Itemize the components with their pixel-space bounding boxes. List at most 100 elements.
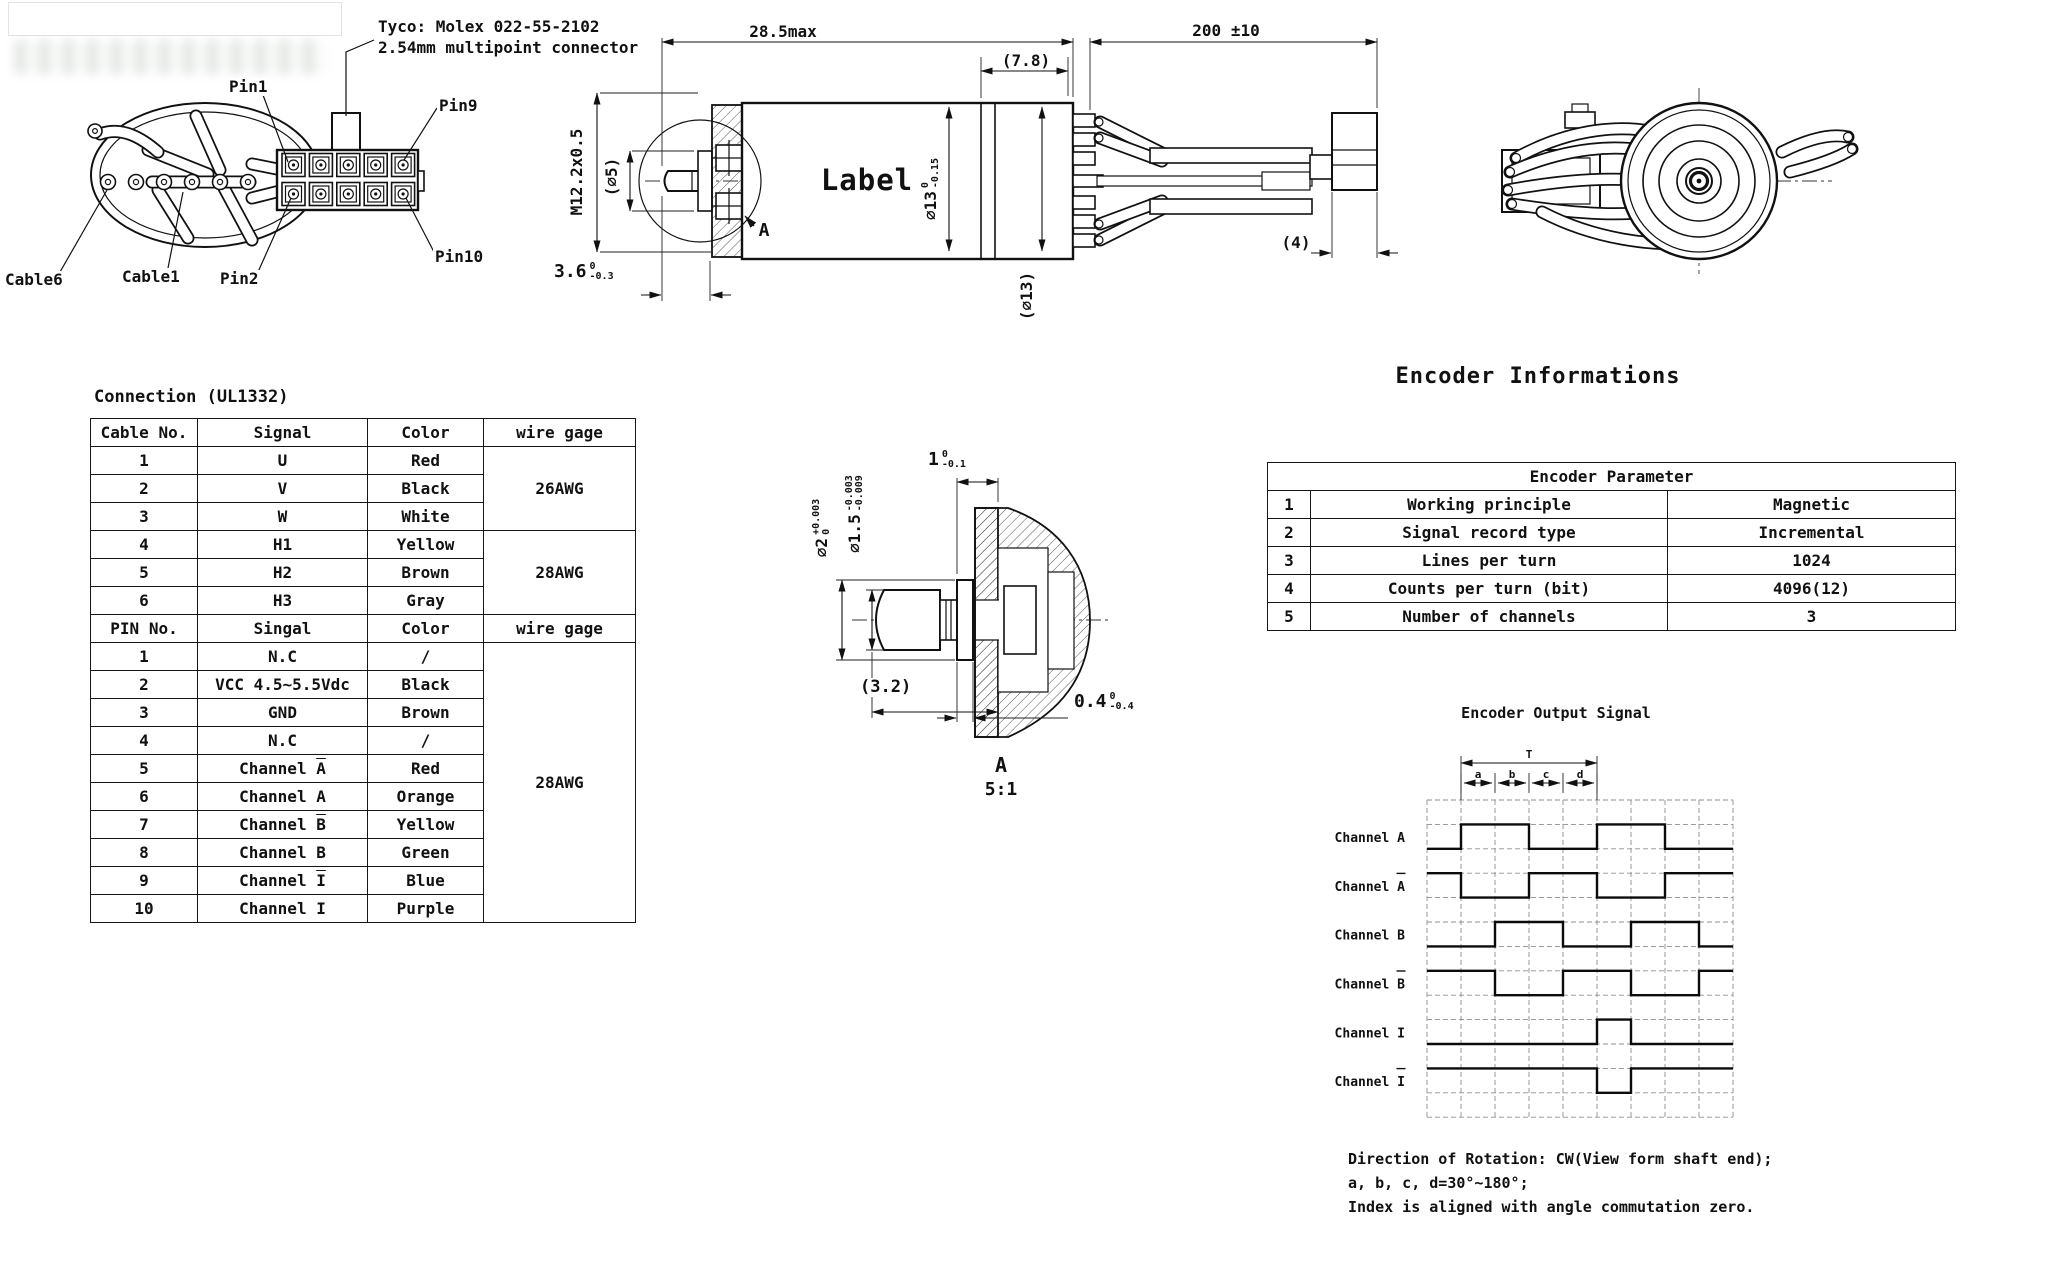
- note-line2: a, b, c, d=30°~180°;: [1348, 1174, 1529, 1192]
- shaft: [663, 170, 701, 192]
- table-cell: Channel I: [197, 894, 368, 923]
- table-cell: Channel B: [197, 838, 368, 867]
- waveform-channel: Channel B: [1335, 969, 1733, 997]
- table-cell: 10: [90, 894, 198, 923]
- wire-end-lugs: [87, 123, 257, 191]
- detail-view-label: A: [992, 753, 1010, 777]
- table-cell: 3: [90, 698, 198, 727]
- table-cell: Channel A: [197, 782, 368, 811]
- table-cell: 5: [90, 558, 198, 587]
- table-cell: 1: [90, 446, 198, 475]
- dim-body-dia: ∅13 0-0.15: [920, 157, 941, 221]
- table-cell: Magnetic: [1667, 490, 1956, 519]
- front-boss: [697, 150, 713, 212]
- table-cell: U: [197, 446, 368, 475]
- note-line3: Index is aligned with angle commutation …: [1348, 1198, 1755, 1216]
- table-cell: N.C: [197, 642, 368, 671]
- waveform-channel: Channel A: [1335, 872, 1733, 899]
- connector-pin-grid: [281, 152, 416, 207]
- table-cell: Incremental: [1667, 518, 1956, 547]
- svg-text:Channel I: Channel I: [1335, 1075, 1405, 1090]
- label-pin1: Pin1: [227, 77, 270, 96]
- table-cell: Number of channels: [1310, 602, 1668, 631]
- watermark-frame: [8, 2, 342, 36]
- table-cell: Lines per turn: [1310, 546, 1668, 575]
- table-cell: White: [367, 502, 484, 531]
- table-cell: VCC 4.5~5.5Vdc: [197, 670, 368, 699]
- table-cell: 9: [90, 866, 198, 895]
- dim-pilot-dia: (∅5): [602, 157, 622, 197]
- wire-gage-cell: 28AWG: [483, 642, 636, 923]
- dim-overall-length: 28.5max: [747, 22, 819, 42]
- wire-gage-cell: 26AWG: [483, 446, 636, 531]
- rear-pin-header: [1072, 113, 1104, 248]
- table-cell: Green: [367, 838, 484, 867]
- detail-dim-04: 0.4 0-0.4: [1072, 691, 1136, 713]
- table-cell: Brown: [367, 558, 484, 587]
- waveform-grid: [1426, 799, 1734, 1118]
- table-cell: /: [367, 642, 484, 671]
- watermark-blur: [14, 40, 326, 74]
- label-pin9: Pin9: [437, 96, 480, 115]
- table-cell: 4: [1267, 574, 1311, 603]
- encoder-magnet: [1003, 585, 1037, 655]
- table-cell: 2: [90, 670, 198, 699]
- table-cell: /: [367, 726, 484, 755]
- table-cell: 2: [1267, 518, 1311, 547]
- waveform-channel: Channel I: [1335, 1018, 1733, 1046]
- table-cell: H2: [197, 558, 368, 587]
- column-header: wire gage: [483, 614, 636, 643]
- dim-shaft-length: 3.6 0-0.3: [552, 261, 616, 283]
- svg-text:Channel B: Channel B: [1335, 929, 1406, 944]
- leader-lines: [59, 39, 438, 273]
- svg-text:T: T: [1526, 748, 1533, 761]
- table-cell: 8: [90, 838, 198, 867]
- table-cell: 5: [90, 754, 198, 783]
- note-line1: Direction of Rotation: CW(View form shaf…: [1348, 1150, 1773, 1168]
- motor-body-label: Label: [818, 163, 916, 198]
- connection-table-title: Connection (UL1332): [92, 387, 291, 407]
- waveform-channel: Channel B: [1335, 920, 1733, 948]
- column-header: Cable No.: [90, 418, 198, 447]
- waveform-title: Encoder Output Signal: [1459, 703, 1653, 722]
- table-cell: Yellow: [367, 530, 484, 559]
- wire-gage-cell: 28AWG: [483, 530, 636, 615]
- table-cell: Yellow: [367, 810, 484, 839]
- table-cell: Channel A: [197, 754, 368, 783]
- flange-screw-holes: [711, 140, 747, 224]
- dim-thread: M12.2x0.5: [567, 128, 587, 216]
- motor-front-view: [1501, 88, 1859, 274]
- encoder-section-title: Encoder Informations: [1393, 363, 1683, 390]
- svg-text:d: d: [1577, 768, 1584, 781]
- detail-view-scale: 5:1: [982, 779, 1020, 801]
- table-cell: Purple: [367, 894, 484, 923]
- svg-text:Channel B: Channel B: [1335, 978, 1406, 993]
- table-header: Encoder Parameter: [1267, 462, 1956, 491]
- waveform-channel: Channel A: [1335, 823, 1733, 850]
- table-cell: Channel I: [197, 866, 368, 895]
- svg-text:b: b: [1509, 768, 1516, 781]
- table-cell: Red: [367, 754, 484, 783]
- label-cable6: Cable6: [3, 270, 65, 289]
- table-cell: Orange: [367, 782, 484, 811]
- table-cell: Signal record type: [1310, 518, 1668, 547]
- column-header: Singal: [197, 614, 368, 643]
